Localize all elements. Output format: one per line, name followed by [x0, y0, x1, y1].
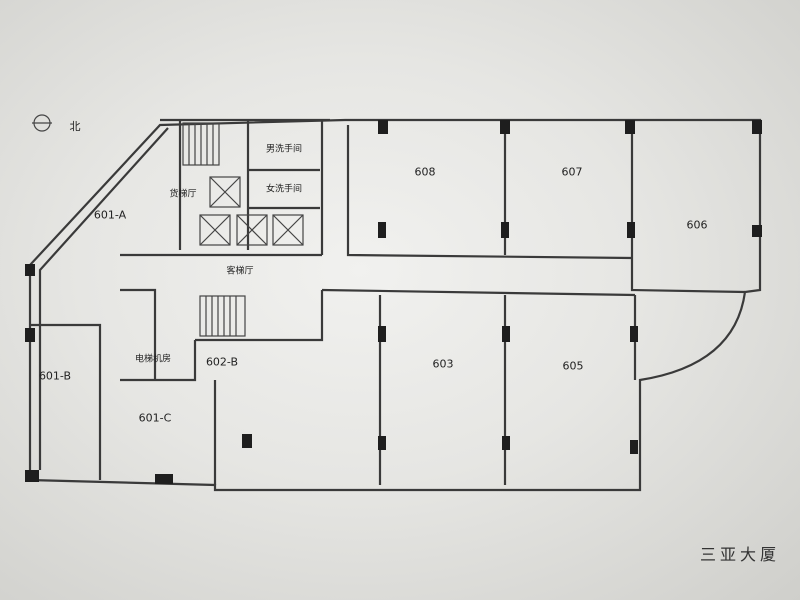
- stairs: [182, 122, 246, 337]
- building-name: 三亚大厦: [699, 545, 781, 564]
- freight-lobby-label: 货梯厅: [169, 189, 197, 200]
- room-601-a: 601-A: [93, 208, 127, 222]
- room-602-b: 602-B: [205, 355, 239, 369]
- interior-walls: [30, 120, 746, 485]
- north-arrow-icon: [32, 114, 52, 132]
- room-601-b: 601-B: [38, 369, 72, 383]
- elevator-shafts: [199, 176, 304, 246]
- elevator-machine-room-label: 电梯机房: [134, 354, 172, 365]
- room-601-c: 601-C: [138, 411, 172, 425]
- north-label: 北: [69, 120, 81, 133]
- room-605: 605: [562, 359, 584, 373]
- room-603: 603: [432, 357, 454, 371]
- passenger-lobby-label: 客梯厅: [226, 266, 254, 277]
- building-outline: [28, 118, 762, 492]
- room-608: 608: [414, 165, 436, 179]
- room-607: 607: [561, 165, 583, 179]
- room-606: 606: [686, 218, 708, 232]
- structural-columns: [25, 120, 762, 484]
- womens-restroom-label: 女洗手间: [265, 184, 303, 195]
- mens-restroom-label: 男洗手间: [265, 144, 303, 155]
